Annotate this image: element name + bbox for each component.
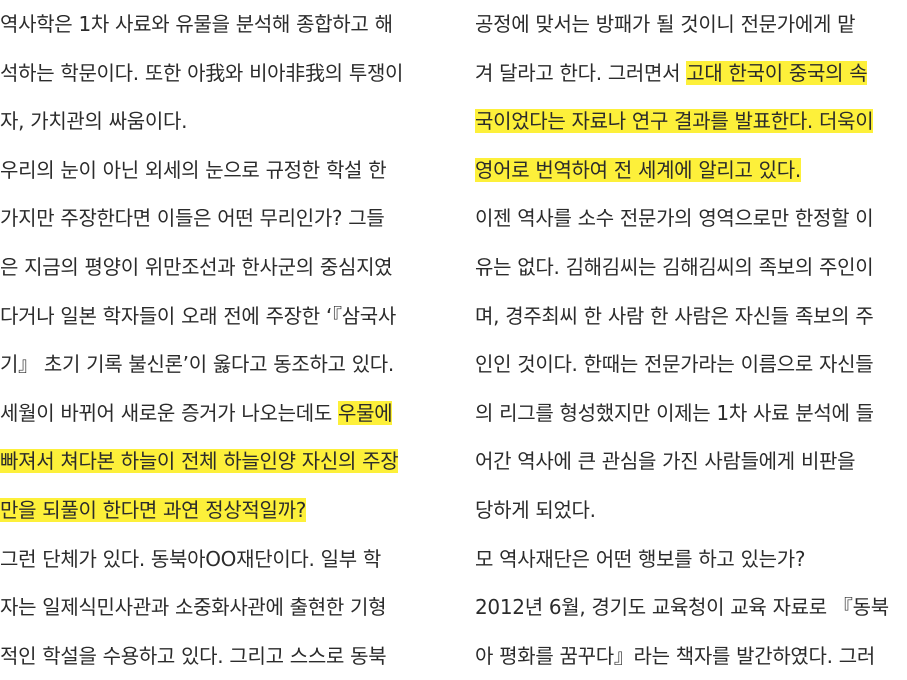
text-line: 겨 달라고 한다. 그러면서 고대 한국이 중국의 속 (475, 49, 907, 98)
line-text: 유는 없다. 김해김씨는 김해김씨의 족보의 주인이 (475, 254, 874, 279)
text-line: 자는 일제식민사관과 소중화사관에 출현한 기형 (0, 583, 436, 632)
text-line: 2012년 6월, 경기도 교육청이 교육 자료로 『동북 (475, 583, 907, 632)
text-line: 은 지금의 평양이 위만조선과 한사군의 중심지였 (0, 243, 436, 292)
text-line: 역사학은 1차 사료와 유물을 분석해 종합하고 해 (0, 0, 436, 49)
line-text: 자는 일제식민사관과 소중화사관에 출현한 기형 (0, 595, 387, 620)
text-line: 모 역사재단은 어떤 행보를 하고 있는가? (475, 535, 907, 584)
line-text: 적인 학설을 수용하고 있다. 그리고 스스로 동북 (0, 643, 387, 668)
text-line: 다거나 일본 학자들이 오래 전에 주장한 ‘『삼국사 (0, 292, 436, 341)
line-text: 세월이 바뀌어 새로운 증거가 나오는데도 (0, 400, 338, 425)
line-text: 의 리그를 형성했지만 이제는 1차 사료 분석에 들 (475, 400, 874, 425)
line-text: 모 역사재단은 어떤 행보를 하고 있는가? (475, 546, 806, 571)
text-line: 며, 경주최씨 한 사람 한 사람은 자신들 족보의 주 (475, 292, 907, 341)
line-text: 기』 초기 기록 불신론’이 옳다고 동조하고 있다. (0, 352, 394, 377)
text-line: 세월이 바뀌어 새로운 증거가 나오는데도 우물에 (0, 389, 436, 438)
text-line: 우리의 눈이 아닌 외세의 눈으로 규정한 학설 한 (0, 146, 436, 195)
highlighted-text: 국이었다는 자료나 연구 결과를 발표한다. 더욱이 (475, 109, 874, 134)
text-line: 이젠 역사를 소수 전문가의 영역으로만 한정할 이 (475, 194, 907, 243)
line-text: 그런 단체가 있다. 동북아OO재단이다. 일부 학 (0, 546, 381, 571)
text-line: 영어로 번역하여 전 세계에 알리고 있다. (475, 146, 907, 195)
text-line: 만을 되풀이 한다면 과연 정상적일까? (0, 486, 436, 535)
text-line: 자, 가치관의 싸움이다. (0, 97, 436, 146)
line-text: 며, 경주최씨 한 사람 한 사람은 자신들 족보의 주 (475, 303, 874, 328)
highlighted-text: 만을 되풀이 한다면 과연 정상적일까? (0, 497, 307, 522)
line-text: 인인 것이다. 한때는 전문가라는 이름으로 자신들 (475, 352, 874, 377)
text-line: 의 리그를 형성했지만 이제는 1차 사료 분석에 들 (475, 389, 907, 438)
line-text: 가지만 주장한다면 이들은 어떤 무리인가? 그들 (0, 206, 385, 231)
text-line: 당하게 되었다. (475, 486, 907, 535)
text-line: 유는 없다. 김해김씨는 김해김씨의 족보의 주인이 (475, 243, 907, 292)
line-text: 겨 달라고 한다. 그러면서 (475, 60, 687, 85)
highlighted-text: 고대 한국이 중국의 속 (686, 60, 868, 85)
highlighted-text: 빠져서 쳐다본 하늘이 전체 하늘인양 자신의 주장 (0, 449, 399, 474)
text-line: 그런 단체가 있다. 동북아OO재단이다. 일부 학 (0, 535, 436, 584)
text-line: 어간 역사에 큰 관심을 가진 사람들에게 비판을 (475, 437, 907, 486)
text-line: 국이었다는 자료나 연구 결과를 발표한다. 더욱이 (475, 97, 907, 146)
line-text: 우리의 눈이 아닌 외세의 눈으로 규정한 학설 한 (0, 157, 387, 182)
line-text: 역사학은 1차 사료와 유물을 분석해 종합하고 해 (0, 12, 393, 36)
line-text: 이젠 역사를 소수 전문가의 영역으로만 한정할 이 (475, 206, 874, 231)
highlighted-text: 우물에 (338, 400, 393, 425)
document-page: 역사학은 1차 사료와 유물을 분석해 종합하고 해 석하는 학문이다. 또한 … (0, 12, 889, 668)
line-text: 은 지금의 평양이 위만조선과 한사군의 중심지였 (0, 254, 393, 279)
text-line: 공정에 맞서는 방패가 될 것이니 전문가에게 맡 (475, 0, 907, 49)
highlighted-text: 영어로 번역하여 전 세계에 알리고 있다. (475, 157, 801, 182)
text-line: 인인 것이다. 한때는 전문가라는 이름으로 자신들 (475, 340, 907, 389)
line-text: 석하는 학문이다. 또한 아我와 비아非我의 투쟁이 (0, 60, 404, 85)
text-line: 빠져서 쳐다본 하늘이 전체 하늘인양 자신의 주장 (0, 437, 436, 486)
line-text: 당하게 되었다. (475, 497, 596, 522)
line-text: 공정에 맞서는 방패가 될 것이니 전문가에게 맡 (475, 12, 856, 36)
line-text: 어간 역사에 큰 관심을 가진 사람들에게 비판을 (475, 449, 856, 474)
line-text: 아 평화를 꿈꾸다』라는 책자를 발간하였다. 그러 (475, 643, 875, 668)
text-line: 석하는 학문이다. 또한 아我와 비아非我의 투쟁이 (0, 49, 436, 98)
left-column: 역사학은 1차 사료와 유물을 분석해 종합하고 해 석하는 학문이다. 또한 … (0, 0, 436, 680)
line-text: 다거나 일본 학자들이 오래 전에 주장한 ‘『삼국사 (0, 303, 397, 328)
line-text: 자, 가치관의 싸움이다. (0, 109, 188, 134)
right-column: 공정에 맞서는 방패가 될 것이니 전문가에게 맡 겨 달라고 한다. 그러면서… (475, 0, 907, 680)
line-text: 2012년 6월, 경기도 교육청이 교육 자료로 『동북 (475, 595, 889, 620)
text-line: 가지만 주장한다면 이들은 어떤 무리인가? 그들 (0, 194, 436, 243)
text-line: 기』 초기 기록 불신론’이 옳다고 동조하고 있다. (0, 340, 436, 389)
